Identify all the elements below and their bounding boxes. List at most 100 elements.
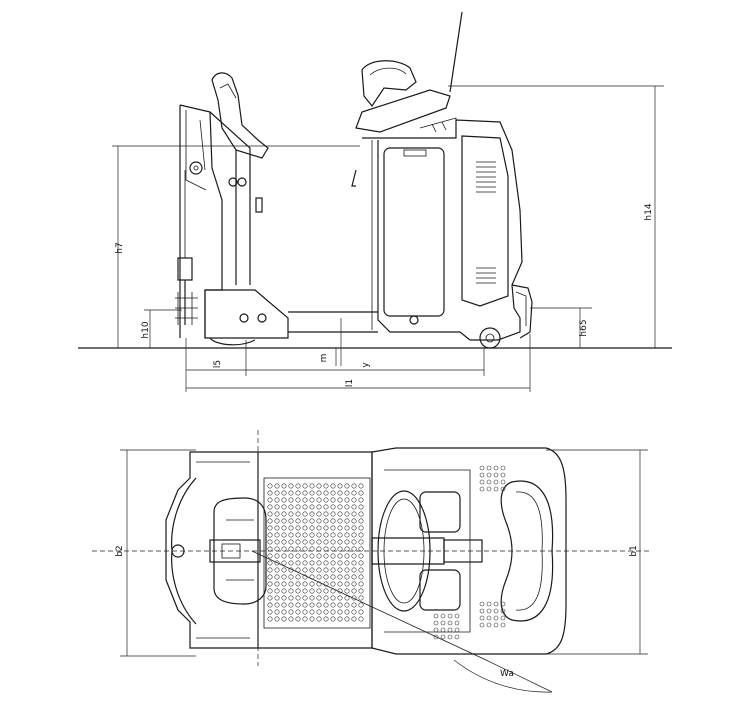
bumper-detail [515, 291, 527, 326]
deck-hole [274, 532, 280, 538]
deck-hole [323, 616, 329, 622]
deck-hole [323, 560, 329, 566]
deck-hole [295, 539, 301, 545]
deck-hole [274, 497, 280, 503]
deck-hole [358, 595, 364, 601]
deck-hole [330, 595, 336, 601]
deck-hole [274, 588, 280, 594]
deck-hole [295, 497, 301, 503]
perforated-deck [267, 483, 364, 622]
door-handle [403, 149, 427, 157]
h65-label: h65 [579, 319, 589, 336]
deck-hole [274, 518, 280, 524]
deck-hole [337, 490, 343, 496]
deck-hole [281, 602, 287, 608]
deck-hole [281, 546, 287, 552]
deck-hole [288, 560, 294, 566]
vent-hole [486, 615, 492, 621]
deck-hole [337, 539, 343, 545]
deck-hole [302, 595, 308, 601]
deck-hole [281, 588, 287, 594]
deck-hole [358, 490, 364, 496]
deck-hole [344, 546, 350, 552]
vent-hole [454, 627, 460, 633]
deck-hole [337, 560, 343, 566]
y-label: y [361, 362, 371, 368]
deck-hole [358, 553, 364, 559]
deck-hole [302, 497, 308, 503]
deck-hole [309, 595, 315, 601]
deck-hole [330, 490, 336, 496]
deck-hole [267, 532, 273, 538]
deck-hole [281, 553, 287, 559]
deck-hole [358, 567, 364, 573]
wa-arc [453, 659, 553, 693]
deck-hole [274, 574, 280, 580]
deck-hole [316, 483, 322, 489]
deck-hole [309, 490, 315, 496]
deck-hole [274, 504, 280, 510]
vent-dots [433, 465, 506, 640]
deck-hole [351, 497, 357, 503]
deck-hole [267, 553, 273, 559]
vent-hole [440, 613, 446, 619]
deck-hole [351, 490, 357, 496]
deck-hole [267, 518, 273, 524]
deck-hole [267, 497, 273, 503]
steering-wheel [377, 490, 431, 612]
deck-hole [302, 490, 308, 496]
deck-hole [302, 567, 308, 573]
deck-hole [309, 588, 315, 594]
deck-hole [281, 609, 287, 615]
deck-hole [288, 581, 294, 587]
platform [288, 311, 378, 333]
deck-hole [337, 497, 343, 503]
deck-hole [295, 595, 301, 601]
deck-hole [295, 546, 301, 552]
deck-hole [351, 539, 357, 545]
deck-hole [267, 616, 273, 622]
deck-hole [281, 483, 287, 489]
vent-hole [500, 622, 506, 628]
deck-hole [358, 546, 364, 552]
deck-hole [316, 497, 322, 503]
control-pod-upper [419, 491, 461, 533]
deck-hole [274, 546, 280, 552]
deck-hole [309, 504, 315, 510]
deck-hole [316, 602, 322, 608]
deck-hole [337, 518, 343, 524]
vent-hole [479, 465, 485, 471]
control-knob-icon [237, 177, 247, 187]
deck-hole [330, 581, 336, 587]
deck-hole [358, 525, 364, 531]
deck-hole [344, 595, 350, 601]
deck-hole [351, 518, 357, 524]
vent-hole [447, 613, 453, 619]
deck-hole [323, 525, 329, 531]
deck-hole [330, 553, 336, 559]
deck-hole [337, 574, 343, 580]
wa-radius [485, 659, 553, 693]
seat-contour [369, 67, 407, 76]
deck-hole [344, 567, 350, 573]
deck-hole [302, 532, 308, 538]
vent-hole [486, 486, 492, 492]
deck-hole [302, 504, 308, 510]
vent-hole [493, 479, 499, 485]
deck-hole [351, 504, 357, 510]
deck-hole [323, 553, 329, 559]
deck-hole [309, 546, 315, 552]
deck-hole [309, 553, 315, 559]
vent-slots-upper [476, 161, 496, 193]
deck-hole [295, 518, 301, 524]
deck-hole [344, 504, 350, 510]
deck-hole [274, 595, 280, 601]
deck-hole [309, 532, 315, 538]
deck-hole [344, 532, 350, 538]
deck-hole [267, 504, 273, 510]
wa-label: Wa [500, 669, 514, 679]
deck-hole [344, 574, 350, 580]
deck-hole [295, 609, 301, 615]
deck-hole [330, 609, 336, 615]
